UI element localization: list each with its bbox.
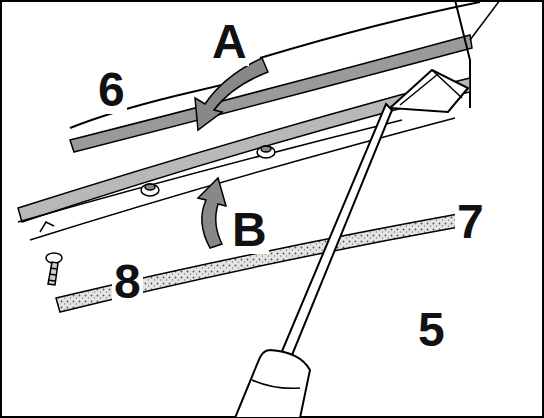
callout-number: 7 [455,198,486,246]
arrow-letter: A [210,18,249,66]
callout-number: 5 [416,306,447,354]
arrow-letter: B [230,206,269,254]
callout-number: 8 [112,258,143,306]
callout-number: 6 [96,66,127,114]
